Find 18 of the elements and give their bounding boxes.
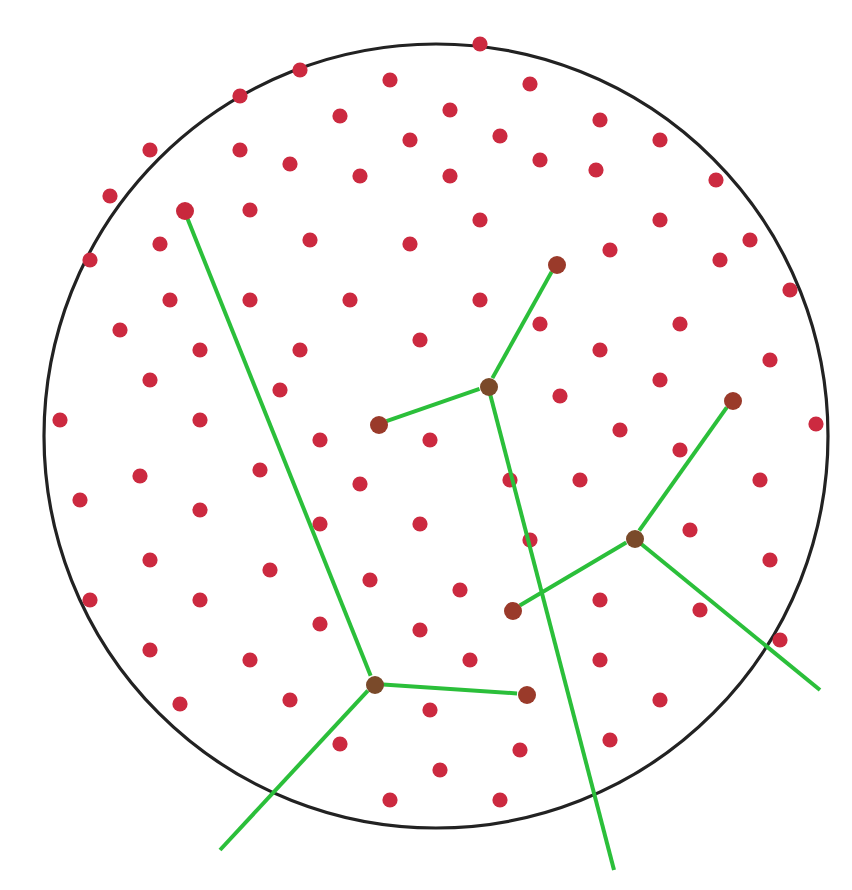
dot (517, 685, 535, 703)
dot (369, 415, 387, 433)
connector-line (385, 387, 481, 423)
connector-line (185, 217, 373, 677)
dot (625, 529, 643, 547)
dot (503, 601, 521, 619)
dot (547, 255, 565, 273)
dot (365, 675, 383, 693)
connector-line (518, 540, 628, 608)
dot (479, 377, 497, 395)
connector-line (637, 406, 729, 532)
connector-line (382, 682, 518, 696)
connector-line (218, 689, 370, 852)
connector-line (639, 542, 822, 692)
dot (723, 391, 741, 409)
connector-line (490, 270, 554, 380)
connector-line (488, 394, 616, 871)
dot (175, 201, 193, 219)
